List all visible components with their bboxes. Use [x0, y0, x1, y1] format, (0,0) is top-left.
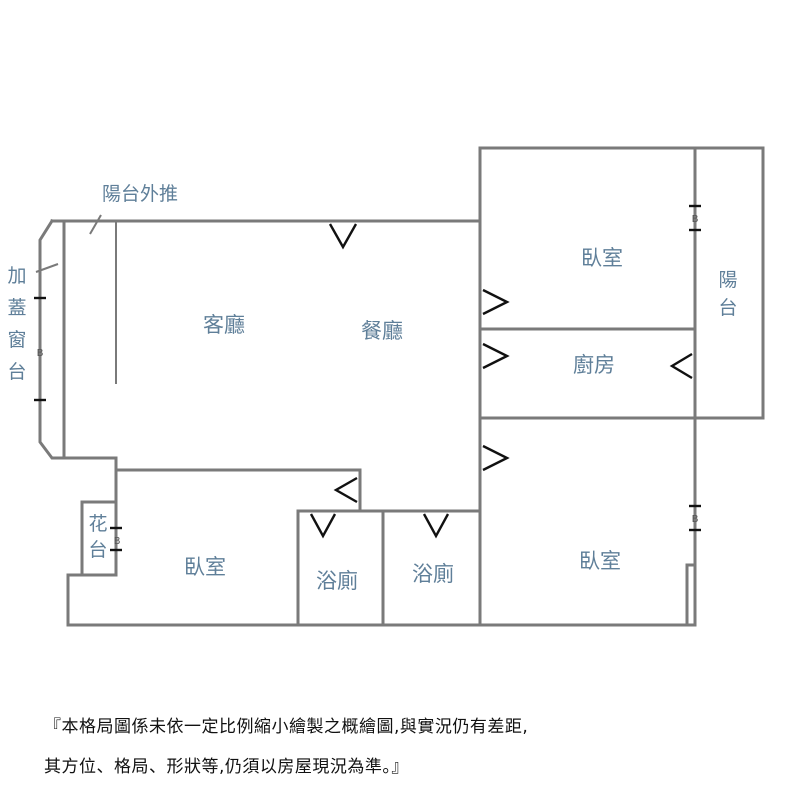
annotation-labels: 陽台外推 加蓋窗台 陽台 花台 [7, 183, 737, 561]
label-flower-stand: 花台 [88, 513, 107, 561]
svg-text:B: B [692, 214, 699, 225]
beam-marker-bottom-right: B [689, 504, 701, 532]
label-bedroom-top-right: 臥室 [581, 246, 623, 270]
walls [35, 146, 765, 627]
door-bedroom-bottom-right [482, 444, 510, 472]
doors [309, 223, 693, 539]
label-dining-room: 餐廳 [361, 319, 403, 343]
label-added-window: 加蓋窗台 [7, 265, 26, 383]
door-bathroom-right [422, 513, 450, 539]
disclaimer-line-2: 其方位、格局、形狀等,仍須以房屋現況為準。』 [44, 757, 409, 777]
door-kitchen-left [482, 342, 510, 370]
label-kitchen: 廚房 [573, 353, 615, 377]
door-bedroom-top-right [482, 288, 510, 316]
label-balcony: 陽台 [718, 269, 737, 319]
svg-text:B: B [37, 348, 44, 359]
beam-marker-top-right: B [689, 204, 701, 232]
door-living-top [328, 223, 358, 250]
label-bedroom-bottom-right: 臥室 [579, 549, 621, 573]
room-labels: 客廳 餐廳 臥室 廚房 臥室 浴廁 浴廁 臥室 [184, 246, 623, 593]
door-bathroom-left [309, 513, 337, 539]
label-bedroom-bottom-left: 臥室 [184, 555, 226, 579]
beam-marker-flower-stand: B [110, 526, 122, 552]
beam-marker-left-window: B [34, 296, 46, 402]
label-balcony-extended: 陽台外推 [102, 183, 178, 205]
label-bathroom-right: 浴廁 [412, 562, 454, 586]
label-living-room: 客廳 [203, 313, 245, 337]
svg-text:B: B [114, 536, 121, 547]
beam-markers: B B B B [34, 204, 701, 552]
door-bedroom-bottom-left [333, 476, 358, 504]
disclaimer-line-1: 『本格局圖係未依一定比例縮小繪製之概繪圖,與實況仍有差距, [44, 717, 529, 737]
svg-text:B: B [692, 514, 699, 525]
door-kitchen-right [669, 352, 693, 380]
label-bathroom-left: 浴廁 [316, 569, 358, 593]
